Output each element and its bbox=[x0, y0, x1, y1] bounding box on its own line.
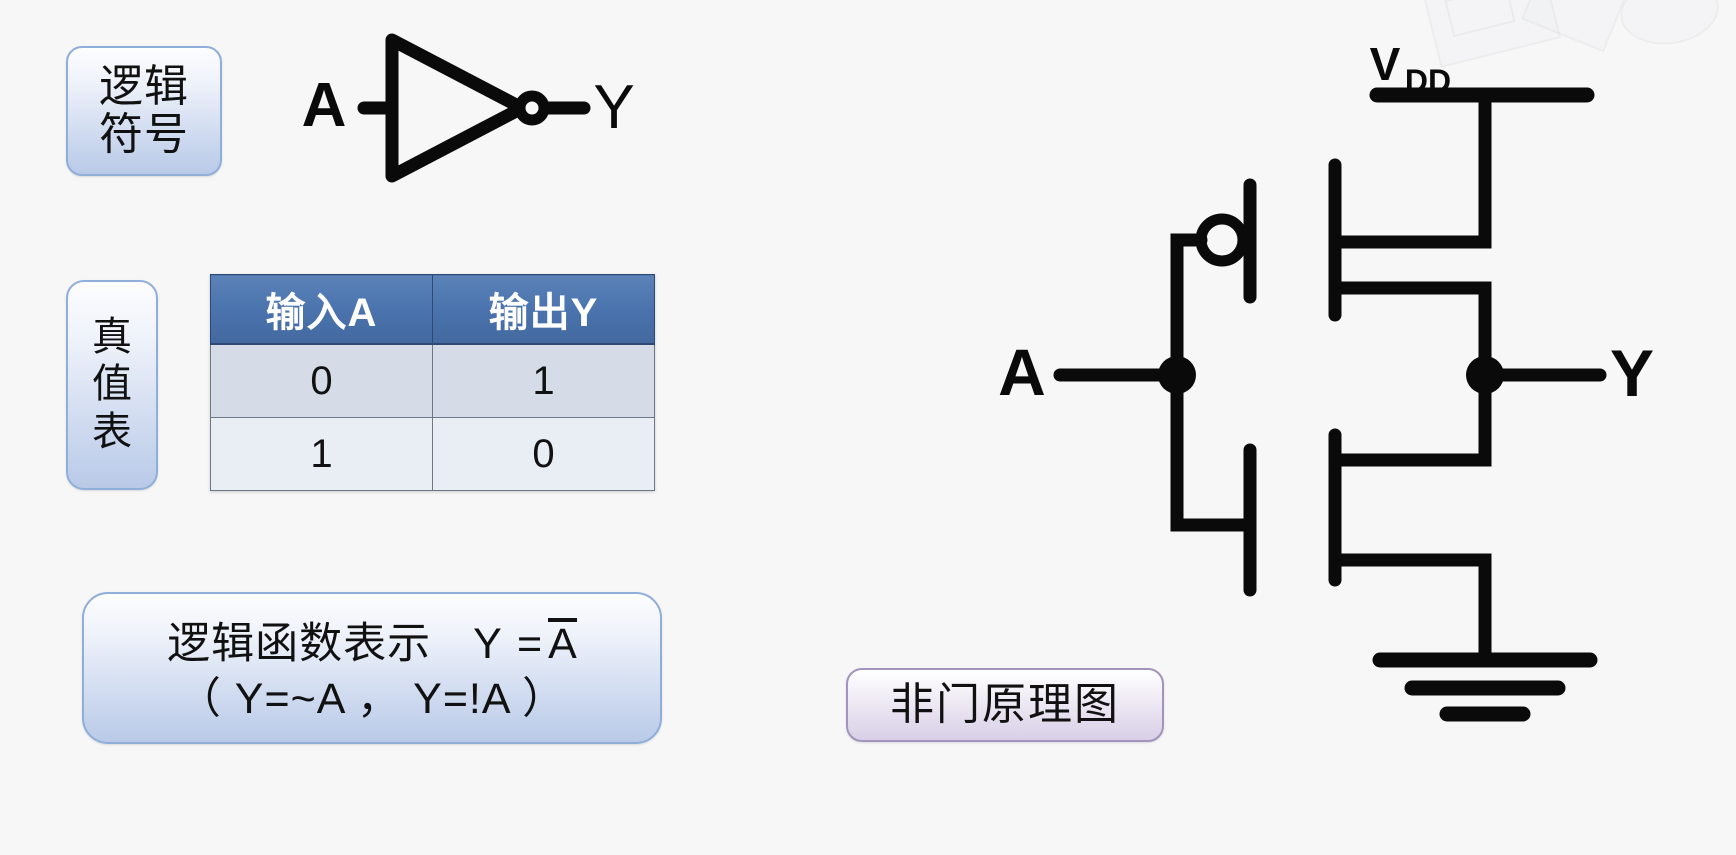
nmos-source-wire bbox=[1328, 553, 1492, 667]
logic-symbol-label-line1: 逻辑 bbox=[99, 62, 189, 112]
logic-function-chip: 逻辑函数表示 Y = A （ Y=~A ， Y=!A ） bbox=[82, 592, 662, 744]
pmos-gate-lead bbox=[1170, 233, 1208, 382]
inverter-triangle bbox=[385, 33, 529, 183]
logic-function-label: 逻辑函数表示 bbox=[167, 620, 432, 669]
truth-table-label-line3: 表 bbox=[92, 409, 132, 454]
table-cell-input: 1 bbox=[210, 417, 433, 491]
table-cell-output: 0 bbox=[432, 417, 655, 491]
table-row: 0 1 bbox=[210, 343, 655, 418]
logic-function-equation-line: 逻辑函数表示 Y = A bbox=[167, 618, 577, 669]
table-header-row: 输入A 输出Y bbox=[210, 274, 655, 345]
logic-function-alt-forms: （ Y=~A ， Y=!A ） bbox=[177, 674, 567, 723]
nmos-drain-wire bbox=[1328, 368, 1492, 467]
truth-table-label-line2: 值 bbox=[92, 362, 132, 407]
table-row: 1 0 bbox=[210, 417, 655, 491]
table-cell-input: 0 bbox=[210, 343, 433, 418]
table-cell-output: 1 bbox=[432, 343, 655, 418]
circuit-title-text: 非门原理图 bbox=[890, 680, 1120, 730]
circuit-input-label: A bbox=[998, 335, 1046, 409]
logic-symbol-label-chip: 逻辑 符号 bbox=[66, 46, 222, 176]
nmos-gate-lead bbox=[1170, 368, 1257, 532]
cmos-inverter-schematic: V DD A Y bbox=[998, 38, 1654, 722]
logic-symbol-output-label: Y bbox=[593, 73, 634, 142]
circuit-title-chip: 非门原理图 bbox=[846, 668, 1164, 742]
logic-function-equation-lhs: Y = bbox=[473, 620, 545, 669]
inverter-logic-symbol: A Y bbox=[302, 33, 635, 183]
table-header-output-y: 输出Y bbox=[432, 274, 655, 345]
logic-symbol-input-label: A bbox=[302, 71, 347, 140]
truth-table-label-chip: 真 值 表 bbox=[66, 280, 158, 490]
truth-table-label-line1: 真 bbox=[92, 315, 132, 360]
circuit-output-label: Y bbox=[1610, 336, 1654, 410]
logic-function-negated-a: A bbox=[548, 618, 577, 669]
pmos-drain-wire bbox=[1328, 281, 1492, 382]
pmos-source-wire bbox=[1328, 88, 1492, 249]
logic-symbol-label-line2: 符号 bbox=[99, 110, 189, 159]
truth-table: 输入A 输出Y 0 1 1 0 bbox=[210, 274, 655, 491]
table-header-input-a: 输入A bbox=[210, 274, 433, 345]
vdd-label-main: V bbox=[1370, 38, 1401, 90]
